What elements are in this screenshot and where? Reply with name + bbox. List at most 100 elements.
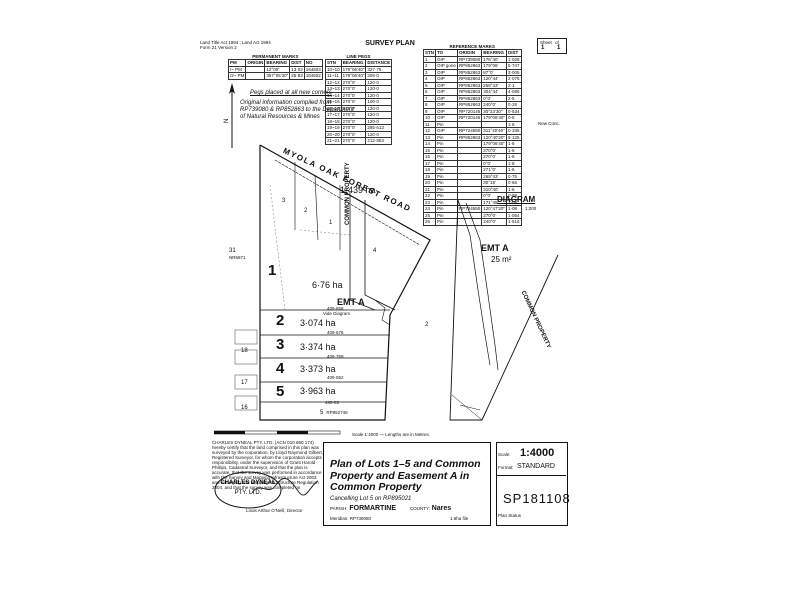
- lot-2-number: 2: [276, 312, 285, 329]
- permanent-mark-header: PM: [227, 59, 247, 67]
- diagram-emt-label: EMT A: [481, 243, 509, 253]
- signer-name: Louis Arthur O'Neill, Director: [246, 508, 303, 513]
- line-peg-cell: 270°0': [340, 117, 367, 125]
- reference-mark-cell: 311°40'49": [481, 127, 507, 135]
- reference-mark-cell: RP852863: [456, 133, 483, 141]
- reference-mark-cell: RP852863: [456, 88, 483, 96]
- reference-mark-cell: 120°40'20": [481, 133, 507, 141]
- reference-mark-cell: [456, 120, 483, 128]
- inner-lot-2: 2: [304, 208, 308, 214]
- lot-4-area: 3·373 ha: [300, 364, 336, 374]
- reference-mark-cell: [481, 120, 507, 128]
- neighbour-2: 2: [425, 322, 429, 328]
- lot-1-number: 1: [268, 262, 277, 279]
- line-peg-cell: 120·0: [365, 104, 393, 112]
- scale-bar-label: Scale 1:4000 — Lengths are in Metres.: [352, 432, 431, 437]
- act-line: Land Title Act 1994 ; Land Act 1994 Form…: [200, 40, 271, 50]
- line-peg-cell: 11~11: [325, 72, 342, 80]
- format-label: Format:: [498, 465, 514, 470]
- permanent-mark-cell: Ι2~ PM: [227, 72, 247, 80]
- reference-mark-cell: 26: [423, 218, 436, 226]
- reference-mark-header: BEARING: [481, 49, 507, 57]
- survey-plan-title: SURVEY PLAN: [365, 40, 415, 47]
- emt-a-label: EMT A: [337, 297, 365, 307]
- reference-mark-cell: [456, 218, 483, 226]
- reference-mark-cell: RP852863: [456, 68, 483, 76]
- neighbour-18: 18: [241, 348, 248, 354]
- dist-2: 409·676: [327, 330, 344, 335]
- scale-bar: [214, 430, 341, 435]
- reference-mark-cell: RP852863: [456, 62, 483, 70]
- line-peg-cell: 270°0': [340, 104, 367, 112]
- reference-mark-cell: 2·5: [506, 94, 522, 102]
- lot-4-number: 4: [276, 360, 285, 377]
- north-arrow-icon: N: [224, 83, 235, 148]
- line-peg-cell: 270°0': [340, 91, 367, 99]
- permanent-mark-header: BEARING: [264, 59, 291, 67]
- reference-mark-cell: RP852863: [456, 101, 483, 109]
- reference-mark-cell: 3: [423, 68, 436, 76]
- permanent-mark-cell: 12°00': [264, 65, 291, 73]
- permanent-mark-header: ORIGIN: [245, 59, 266, 67]
- survey-ref: 1.6ha file: [450, 516, 469, 521]
- reference-mark-cell: 179°06': [481, 62, 507, 70]
- line-peg-cell: 270°0': [340, 78, 367, 86]
- reference-mark-cell: 4: [423, 75, 436, 83]
- dist-4: 409·552: [327, 375, 344, 380]
- original-info-note: Original information compiled from RP739…: [240, 100, 354, 120]
- lot-5-number: 5: [276, 383, 285, 400]
- company-seal: CHARLES DYNEAL PTY. LTD.: [214, 471, 282, 509]
- line-peg-cell: 10~10: [325, 65, 342, 73]
- reference-mark-cell: 240°0': [481, 101, 507, 109]
- county-row: COUNTY: Nares: [410, 505, 452, 512]
- lot-1-area: 6·76 ha: [312, 280, 343, 290]
- reference-mark-cell: 0·534: [506, 107, 522, 115]
- scale-label: Scale:: [498, 452, 511, 457]
- reference-mark-cell: 2·075: [506, 75, 522, 83]
- inner-lot-1: 1: [329, 220, 333, 226]
- line-peg-cell: 270°0': [340, 111, 367, 119]
- permanent-mark-cell: 25·83: [289, 72, 305, 80]
- reference-mark-cell: 0·335: [506, 127, 522, 135]
- reference-mark-cell: 179°06'40": [481, 140, 507, 148]
- reference-mark-cell: 8·125: [506, 133, 522, 141]
- reference-mark-cell: 30°23'30": [481, 107, 507, 115]
- line-peg-cell: 270°0': [340, 137, 367, 145]
- line-peg-cell: 120·0: [365, 91, 393, 99]
- easement-diagram: [449, 199, 559, 421]
- diagram-scale: 1:200: [525, 206, 537, 211]
- reference-mark-cell: 8: [423, 101, 436, 109]
- signature: [251, 477, 319, 496]
- reference-mark-cell: 0·28: [506, 101, 522, 109]
- plan-number-block: [496, 442, 568, 526]
- reference-mark-cell: 258°43': [481, 81, 507, 89]
- lot-2-area: 3·074 ha: [300, 318, 336, 328]
- cancelling-note: Cancelling Lot 5 on RP895021: [330, 496, 412, 502]
- line-peg-cell: 100·0: [365, 98, 393, 106]
- reference-mark-cell: RP739080: [456, 55, 483, 63]
- title-block: [323, 442, 491, 526]
- svg-text:N: N: [224, 119, 230, 123]
- surveyor-certificate: CHARLES DYNEAL PTY. LTD. (ACN 010 680 17…: [212, 440, 324, 490]
- reference-mark-cell: 2·1: [506, 81, 522, 89]
- reference-mark-cell: 5: [423, 81, 436, 89]
- line-peg-cell: 120·0: [365, 85, 393, 93]
- diagram-title: DIAGRAM: [497, 195, 536, 204]
- inner-lot-4: 4: [373, 248, 377, 254]
- reference-mark-cell: 120°44': [481, 75, 507, 83]
